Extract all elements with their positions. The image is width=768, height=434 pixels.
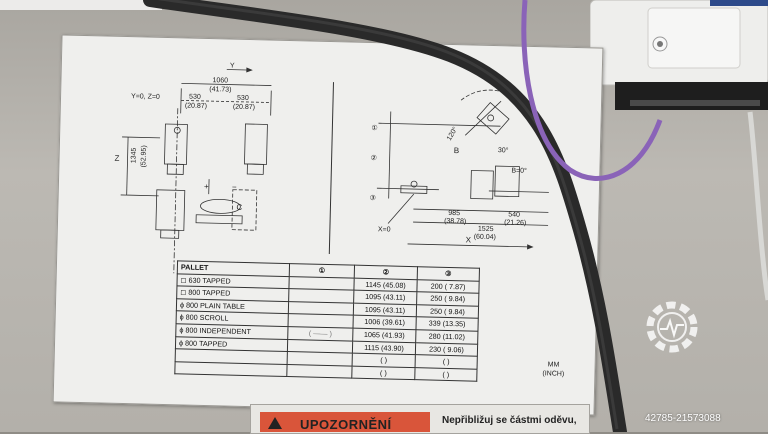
grey-cable <box>750 112 768 300</box>
watermark-id: 42785-21573088 <box>645 413 721 424</box>
watermark-logo-icon <box>640 295 704 359</box>
black-cable <box>150 0 620 432</box>
purple-cable <box>524 0 660 178</box>
